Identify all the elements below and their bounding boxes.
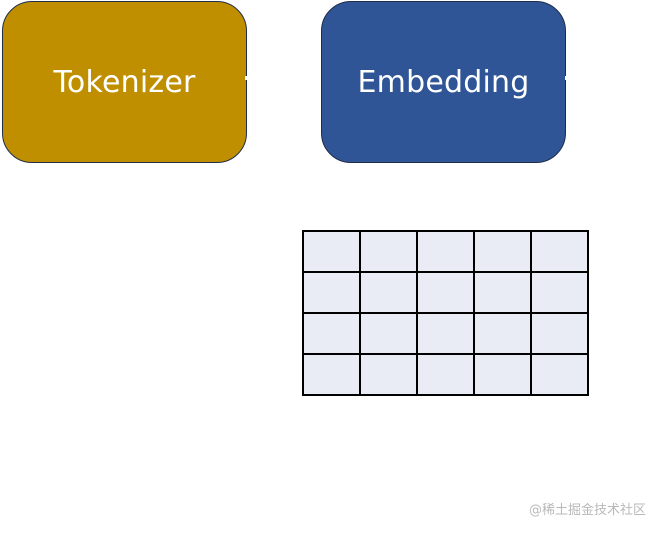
- matrix-row: [302, 353, 589, 396]
- tokenizer-connector-stub: [245, 76, 247, 80]
- matrix-row: [302, 230, 589, 273]
- matrix-cell: [473, 312, 532, 355]
- matrix-cell: [530, 230, 589, 273]
- embedding-box: Embedding: [321, 1, 566, 163]
- matrix-cell: [302, 312, 361, 355]
- matrix-cell: [530, 353, 589, 396]
- tokenizer-label: Tokenizer: [53, 64, 196, 100]
- matrix-cell: [302, 230, 361, 273]
- matrix-cell: [473, 230, 532, 273]
- matrix-cell: [416, 353, 475, 396]
- matrix-cell: [473, 271, 532, 314]
- matrix-row: [302, 271, 589, 314]
- embedding-matrix-body: [302, 230, 589, 396]
- watermark: @稀土掘金技术社区: [528, 503, 646, 518]
- embedding-label: Embedding: [357, 64, 530, 100]
- matrix-cell: [530, 271, 589, 314]
- matrix-cell: [302, 271, 361, 314]
- matrix-cell: [302, 353, 361, 396]
- matrix-cell: [359, 353, 418, 396]
- matrix-cell: [416, 271, 475, 314]
- tokenizer-box: Tokenizer: [2, 1, 247, 163]
- embedding-matrix: [302, 230, 589, 396]
- matrix-row: [302, 312, 589, 355]
- matrix-cell: [359, 230, 418, 273]
- matrix-cell: [359, 271, 418, 314]
- matrix-cell: [359, 312, 418, 355]
- matrix-cell: [416, 230, 475, 273]
- matrix-cell: [473, 353, 532, 396]
- matrix-cell: [530, 312, 589, 355]
- embedding-connector-stub: [565, 76, 567, 80]
- matrix-cell: [416, 312, 475, 355]
